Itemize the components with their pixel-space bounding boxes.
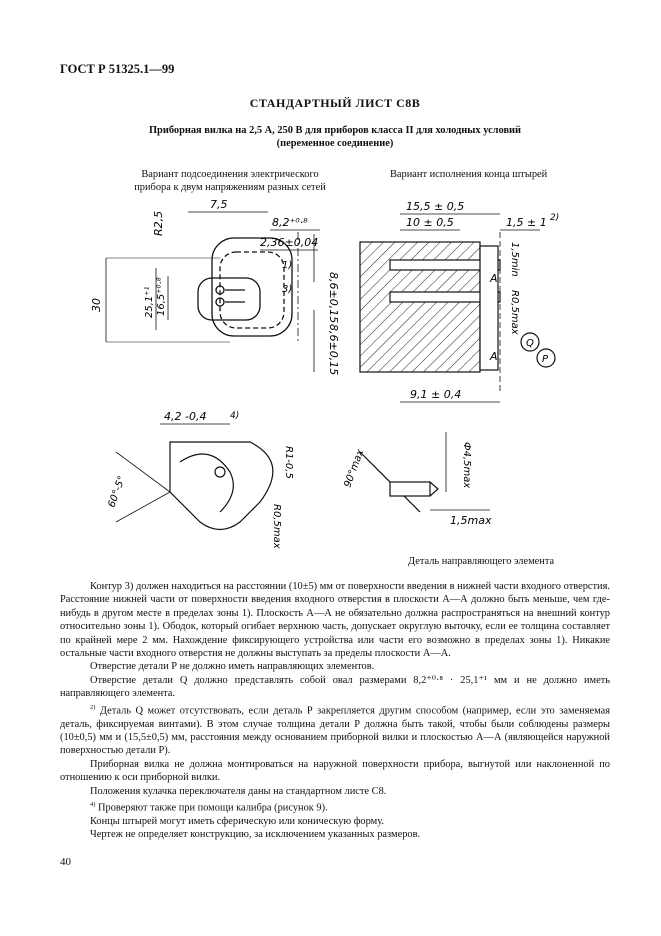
dim-91: 9,1 ± 0,4 [410,388,461,401]
dim-angle-60: 60°-5° [106,475,128,509]
paragraph-note-4: 4) Проверяют также при помощи калибра (р… [60,798,610,815]
dim-r05max: R0,5max [509,290,520,335]
caption-left-line-2: прибора к двум напряжениям разных сетей [134,182,326,193]
dim-165: 16,5⁺⁰·⁸ [156,277,167,316]
dim-zone-3: 3) [282,284,292,295]
caption-detail: Деталь направляющего элемента [408,556,555,567]
dim-angle-90: 90°max [342,448,366,489]
dim-zone-1: 1) [282,260,292,271]
dim-r05: R0,5max [271,504,282,549]
note-2-text: Деталь Q может отсутствовать, если детал… [60,705,610,757]
document-code: ГОСТ Р 51325.1—99 [60,62,175,76]
subtitle-line-1: Приборная вилка на 2,5 А, 250 В для приб… [148,125,522,136]
note-4-mark: 4) [90,800,96,808]
profile-curve [179,453,234,513]
plate-p [479,245,499,371]
pin-lower-end [215,297,225,307]
dim-236: 2,36±0,04 [260,236,318,249]
paragraph-drawing-note: Чертеж не определяет конструкцию, за иск… [90,829,421,841]
technical-drawing: 7,5 8,2⁺⁰·⁸ 2,36±0,04 R2,5 8,6±0,15 8,6±… [90,198,559,549]
page-number: 40 [60,856,71,868]
dim-15min: 1,5min [509,242,520,277]
profile-outline [169,441,274,531]
dim-r25: R2,5 [152,211,165,236]
dim-30: 30 [90,298,103,312]
paragraph-mounting: Приборная вилка не должна монтироваться … [60,758,610,784]
pin-upper-end [215,285,225,295]
dim-15: 1,5 ± 1 [506,216,547,229]
paragraph-note-2: 2) Деталь Q может отсутствовать, если де… [60,701,610,758]
dim-86a: 8,6±0,15 [327,272,340,323]
angle-leg-1 [115,451,171,493]
dim-42: 4,2 -0,4 [164,410,206,423]
detail-p-label: P [542,354,549,365]
dim-86b: 8,6±0,15 [327,324,340,375]
guide-detail-view [359,432,490,513]
sheet-title: СТАНДАРТНЫЙ ЛИСТ С8В [249,96,421,110]
detail-p-marker [536,348,556,368]
note-2-mark: 2) [90,703,96,711]
inlet-oval [197,277,261,321]
guide-tip [429,481,439,497]
caption-left-line-1: Вариант подсоединения электрического [141,169,319,180]
caption-right: Вариант исполнения конца штырей [390,169,548,180]
section-mark-a1: A [489,272,498,285]
angle-leg-2 [115,491,171,523]
paragraph-contour: Контур 3) должен находиться на расстояни… [60,581,610,660]
dim-r1: R1-0,5 [283,446,294,479]
guide-pin [389,481,431,497]
pin-profile-view [115,423,274,531]
dim-75: 7,5 [210,198,228,211]
inlet-inner-contour [219,251,285,329]
inlet-outline [211,237,293,337]
sheet-subtitle: Приборная вилка на 2,5 А, 250 В для приб… [90,124,580,150]
pin-section-view [359,213,556,403]
dim-82: 8,2⁺⁰·⁸ [272,216,308,229]
paragraph-detail-p: Отверстие детали Р не должно иметь напра… [90,661,375,673]
dim-note-4: 4) [230,411,239,421]
paragraph-cam: Положения кулачка переключателя даны на … [90,785,387,797]
dim-note-2: 2) [550,213,559,223]
dim-155: 15,5 ± 0,5 [406,200,464,213]
dim-10: 10 ± 0,5 [406,216,454,229]
paragraph-pin-ends: Концы штырей могут иметь сферическую или… [90,815,384,827]
dim-251: 25,1⁺¹ [144,286,155,318]
caption-left: Вариант подсоединения электрического при… [120,168,340,194]
subtitle-line-2: (переменное соединение) [276,138,394,149]
dim-45: Ф4,5max [461,442,472,488]
inlet-front-view [105,211,320,372]
detail-q-label: Q [526,338,534,349]
detail-q-marker [520,332,540,352]
paragraph-detail-q: Отверстие детали Q должно представлять с… [60,674,610,700]
profile-hole [214,466,226,478]
dim-15max: 1,5max [450,514,492,527]
section-mark-a2: A [489,350,498,363]
body-text: Контур 3) должен находиться на расстояни… [60,580,610,842]
note-4-text: Проверяют также при помощи калибра (рису… [98,802,328,814]
